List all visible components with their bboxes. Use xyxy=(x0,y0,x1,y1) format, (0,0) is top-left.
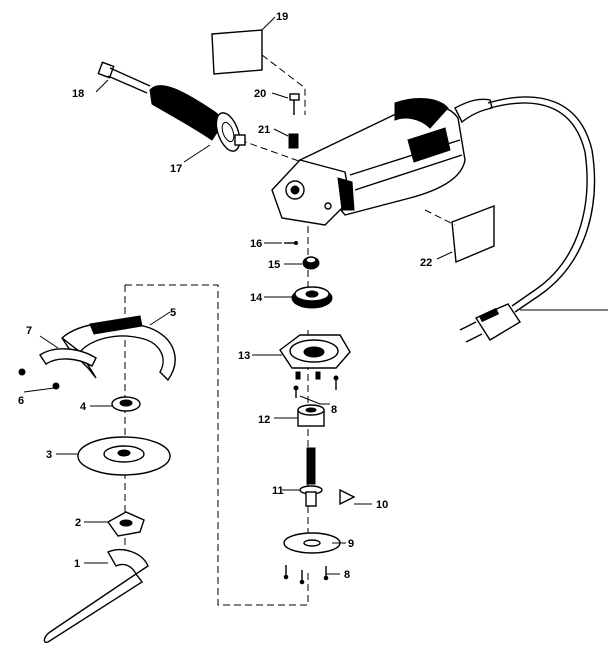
part-15-nut xyxy=(284,256,320,270)
label-8-lower: 8 xyxy=(344,569,350,581)
label-4: 4 xyxy=(80,401,87,413)
label-21: 21 xyxy=(258,124,270,136)
part-21-spring xyxy=(273,128,299,149)
label-13: 13 xyxy=(238,350,250,362)
label-8-upper: 8 xyxy=(331,404,337,416)
label-6: 6 xyxy=(18,395,24,407)
label-15: 15 xyxy=(268,259,280,271)
part-number-labels: 19 18 20 21 17 16 15 22 14 5 7 13 6 4 8 … xyxy=(18,11,432,581)
label-17: 17 xyxy=(170,163,182,175)
part-14-bevel-gear xyxy=(264,286,333,309)
part-13-bearing-plate xyxy=(252,334,351,380)
label-2: 2 xyxy=(75,517,81,529)
label-18: 18 xyxy=(72,88,84,100)
label-5: 5 xyxy=(170,307,176,319)
part-7-clamp xyxy=(39,335,97,367)
part-2-flange-nut xyxy=(84,511,145,537)
part-19-label-plate xyxy=(211,16,276,75)
label-16: 16 xyxy=(250,238,262,250)
label-10: 10 xyxy=(376,499,388,511)
label-9: 9 xyxy=(348,538,354,550)
part-12-bearing xyxy=(274,404,325,427)
part-20-screw xyxy=(271,92,300,115)
label-1: 1 xyxy=(74,558,80,570)
power-plug xyxy=(459,303,608,343)
part-3-grinding-wheel xyxy=(56,436,171,476)
part-18-bolt xyxy=(95,61,151,94)
label-3: 3 xyxy=(46,449,52,461)
part-4-nut xyxy=(90,396,141,412)
part-5-wheel-guard xyxy=(60,311,176,382)
grinder-gear-housing xyxy=(271,159,355,226)
power-cord xyxy=(487,96,596,313)
part-1-spanner xyxy=(43,548,149,643)
part-9-flange xyxy=(283,532,346,554)
label-11: 11 xyxy=(272,485,284,497)
part-6-screws xyxy=(18,368,60,393)
part-16-pin xyxy=(264,241,298,245)
part-17-side-handle xyxy=(149,85,246,163)
part-8-screws-lower xyxy=(283,565,340,585)
label-22: 22 xyxy=(420,257,432,269)
label-7: 7 xyxy=(26,325,32,337)
part-11-spindle xyxy=(282,447,323,507)
part-22-label-plate xyxy=(436,204,495,264)
label-12: 12 xyxy=(258,414,270,426)
label-14: 14 xyxy=(250,292,263,304)
part-8-screws-upper xyxy=(293,375,339,405)
label-20: 20 xyxy=(254,88,266,100)
part-10-key xyxy=(339,488,372,506)
label-19: 19 xyxy=(276,11,288,23)
